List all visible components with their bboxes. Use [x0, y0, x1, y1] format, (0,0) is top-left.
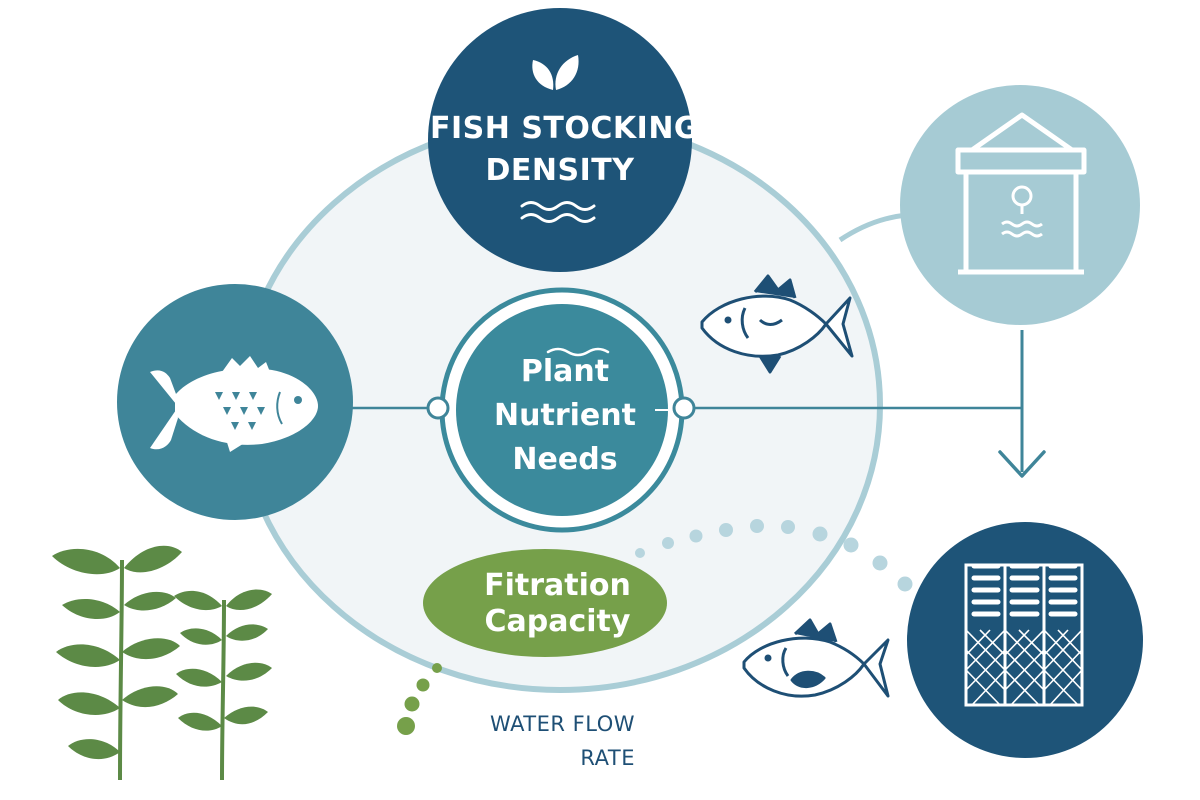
- node-fish[interactable]: [117, 284, 353, 520]
- wave-icon: [520, 201, 596, 223]
- dotted-path-water: [397, 663, 442, 735]
- filter-icon: [964, 563, 1084, 707]
- leaf-icon: [532, 55, 579, 90]
- fish-outline-icon: [700, 274, 854, 374]
- connector-dot-left: [426, 396, 450, 420]
- fish-icon: [150, 356, 318, 452]
- node-fish-stocking-density[interactable]: [428, 8, 692, 272]
- node-filtration-capacity[interactable]: [423, 549, 667, 657]
- plant-icon: [52, 545, 182, 781]
- wave-icon: [546, 347, 610, 357]
- node-plant-nutrient-needs[interactable]: [426, 287, 696, 533]
- node-filter[interactable]: [907, 522, 1143, 758]
- dotted-path-filter: [635, 519, 913, 592]
- fish-outline-icon: [742, 618, 890, 698]
- plant-icon: [174, 589, 272, 781]
- connector-dot-right: [672, 396, 696, 420]
- tank-icon: [955, 112, 1087, 275]
- node-tank[interactable]: [900, 85, 1140, 325]
- arrow-down-icon: [998, 450, 1046, 478]
